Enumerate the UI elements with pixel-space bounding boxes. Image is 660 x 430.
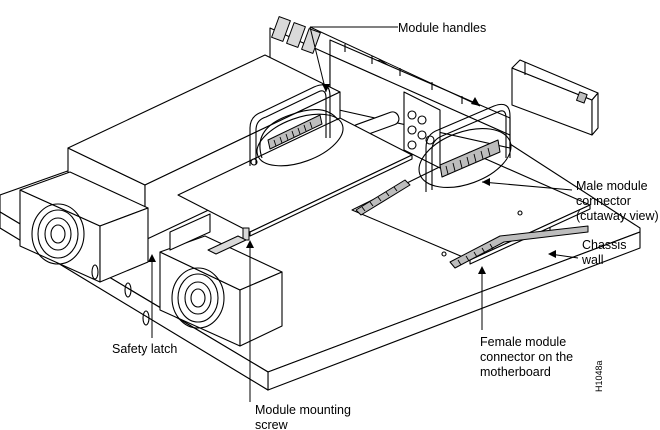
labels: Module handles Male module connector (cu… (112, 21, 659, 430)
male-connector-left-pins (273, 121, 313, 147)
module-card-right (351, 91, 591, 269)
label-male-connector-line1: Male module (576, 179, 648, 193)
female-connector-lower-pins (457, 243, 494, 266)
leader-lines (148, 26, 579, 402)
label-female-connector-line1: Female module (480, 335, 566, 349)
figure-id: H1048a (594, 360, 604, 392)
module-card-left (177, 84, 413, 241)
label-male-connector-line3: (cutaway view) (576, 209, 659, 223)
label-female-connector-line3: motherboard (480, 365, 551, 379)
front-panel (0, 171, 283, 391)
label-mounting-screw-line1: Module mounting (255, 403, 351, 417)
label-chassis-wall-line1: Chassis (582, 238, 626, 252)
label-module-handles: Module handles (398, 21, 486, 35)
female-connector-upper-pins (361, 186, 398, 212)
fan-right (171, 267, 225, 329)
male-connector-right-pins (445, 147, 491, 175)
label-mounting-screw-line2: screw (255, 418, 289, 430)
label-chassis-wall-line2: wall (581, 253, 604, 267)
label-female-connector-line2: connector on the (480, 350, 573, 364)
label-safety-latch: Safety latch (112, 342, 177, 356)
label-male-connector-line2: connector (576, 194, 631, 208)
fan-left (31, 203, 85, 265)
